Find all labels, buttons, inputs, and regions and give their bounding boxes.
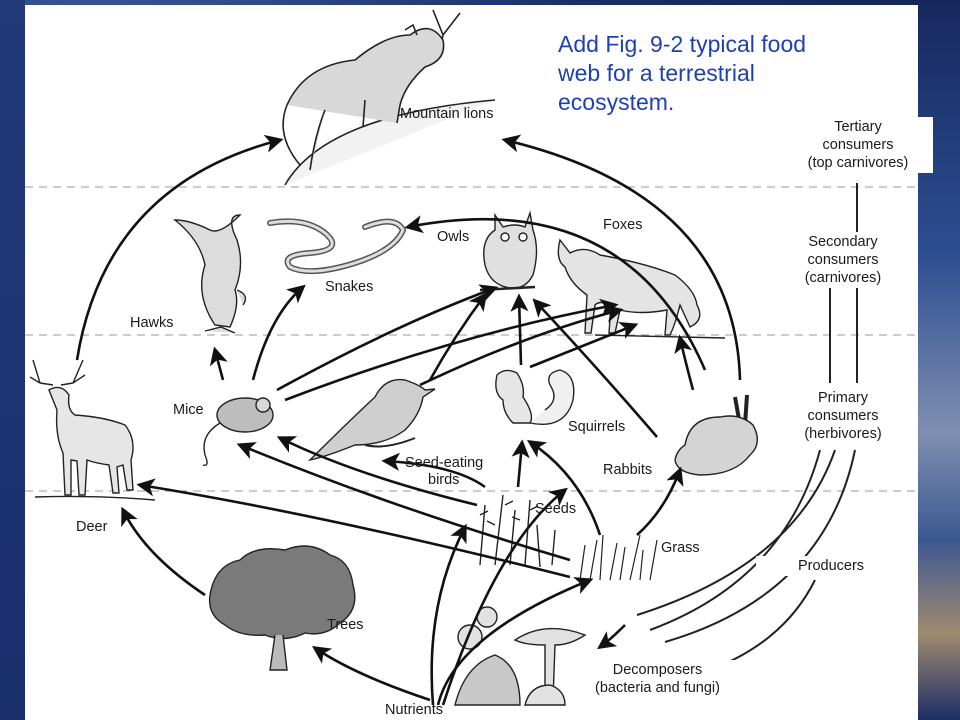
arrow-nutrients-to-trees bbox=[311, 645, 431, 702]
level-decomposers: Decomposers (bacteria and fungi) bbox=[570, 660, 745, 698]
mountain-lion-illustration bbox=[282, 9, 496, 186]
level-producers-line-1: Producers bbox=[797, 558, 865, 574]
arrow-seeds-to-squirrels bbox=[511, 439, 530, 488]
arrow-rabbits-to-snakes bbox=[404, 215, 707, 371]
deer-illustration bbox=[29, 359, 156, 501]
mouse-illustration bbox=[202, 397, 274, 466]
level-tertiary-line-3: (top carnivores) bbox=[807, 155, 909, 171]
label-nutrients: Nutrients bbox=[385, 702, 444, 718]
arrow-grass-to-rabbits bbox=[636, 466, 684, 536]
arrow-deer-to-mountain-lions bbox=[75, 134, 284, 361]
hawk-illustration bbox=[173, 214, 247, 334]
arrow-foxes-to-mountain-lions bbox=[501, 134, 742, 381]
arrow-producers-to-decomposers bbox=[597, 624, 626, 650]
label-birds: birds bbox=[428, 472, 460, 488]
label-seed-eating: Seed-eating bbox=[405, 455, 484, 471]
level-tertiary-line-1: Tertiary bbox=[834, 119, 882, 135]
arrow-nutrients-to-squirrels-up bbox=[441, 487, 568, 706]
snake-illustration bbox=[267, 218, 407, 275]
label-foxes: Foxes bbox=[603, 217, 643, 233]
level-secondary-line-2: consumers bbox=[807, 252, 879, 268]
caption-line-3: ecosystem. bbox=[558, 89, 675, 115]
owl-illustration bbox=[479, 210, 538, 292]
level-tertiary-consumers: Tertiary consumers (top carnivores) bbox=[783, 117, 933, 173]
level-tertiary-line-2: consumers bbox=[822, 137, 894, 153]
label-squirrels: Squirrels bbox=[568, 419, 626, 435]
arrow-mice-to-snakes bbox=[251, 284, 306, 381]
arrow-rabbits-to-foxes bbox=[674, 334, 695, 391]
seeds-plant-illustration bbox=[479, 494, 556, 568]
level-primary-line-2: consumers bbox=[807, 408, 879, 424]
label-mountain-lions: Mountain lions bbox=[400, 106, 494, 122]
seed-eating-bird-illustration bbox=[307, 378, 436, 462]
arrow-nutrients-to-grass bbox=[436, 577, 594, 706]
food-web-figure: Add Fig. 9-2 typical food web for a terr… bbox=[25, 5, 933, 720]
arrow-mice-to-owls bbox=[276, 284, 499, 392]
food-web-diagram bbox=[25, 9, 918, 706]
label-owls: Owls bbox=[437, 229, 470, 245]
grass-illustration bbox=[579, 534, 658, 581]
arrow-mice-to-hawks bbox=[209, 346, 228, 381]
squirrel-illustration bbox=[495, 369, 575, 425]
label-deer: Deer bbox=[76, 519, 108, 535]
level-producers: Producers bbox=[756, 556, 906, 576]
level-decomposers-line-2: (bacteria and fungi) bbox=[595, 680, 720, 696]
label-grass: Grass bbox=[661, 540, 700, 556]
fox-illustration bbox=[557, 238, 726, 339]
level-secondary-line-1: Secondary bbox=[808, 234, 878, 250]
arrow-seeds-to-mice bbox=[276, 436, 478, 507]
arrow-grass-to-squirrels bbox=[526, 439, 602, 536]
level-primary-line-1: Primary bbox=[818, 390, 868, 406]
arrow-squirrels-to-owls bbox=[510, 293, 529, 366]
label-snakes: Snakes bbox=[325, 279, 374, 295]
label-mice: Mice bbox=[173, 402, 204, 418]
arrow-bird-to-foxes bbox=[419, 304, 624, 387]
arrow-trees-to-deer bbox=[121, 506, 206, 597]
tree-illustration bbox=[208, 545, 356, 671]
label-seeds: Seeds bbox=[535, 501, 577, 517]
food-web-arrows bbox=[75, 134, 742, 706]
caption-line-2: web for a terrestrial bbox=[558, 60, 755, 86]
rabbit-illustration bbox=[674, 394, 758, 476]
slide-background-image bbox=[918, 0, 960, 720]
label-trees: Trees bbox=[327, 617, 364, 633]
level-dividers bbox=[25, 186, 918, 492]
arrow-grass-to-mice bbox=[236, 442, 571, 562]
level-primary-consumers: Primary consumers (herbivores) bbox=[768, 388, 918, 444]
decomposers-illustration bbox=[454, 606, 587, 706]
level-secondary-line-3: (carnivores) bbox=[804, 270, 882, 286]
label-hawks: Hawks bbox=[130, 315, 174, 331]
level-decomposers-line-1: Decomposers bbox=[612, 662, 703, 678]
level-secondary-consumers: Secondary consumers (carnivores) bbox=[768, 232, 918, 288]
arrow-squirrels-to-foxes bbox=[529, 321, 639, 369]
arrow-rabbits-to-owls bbox=[532, 298, 658, 438]
caption-line-1: Add Fig. 9-2 typical food bbox=[558, 31, 807, 57]
level-primary-line-3: (herbivores) bbox=[804, 426, 882, 442]
slide-left-border bbox=[0, 0, 25, 720]
arrow-seeds-to-birds bbox=[381, 452, 486, 489]
arrow-bird-to-owls bbox=[428, 292, 488, 381]
figure-caption: Add Fig. 9-2 typical food web for a terr… bbox=[558, 30, 888, 117]
arrow-nutrients-to-seeds bbox=[430, 523, 467, 706]
label-rabbits: Rabbits bbox=[603, 462, 653, 478]
